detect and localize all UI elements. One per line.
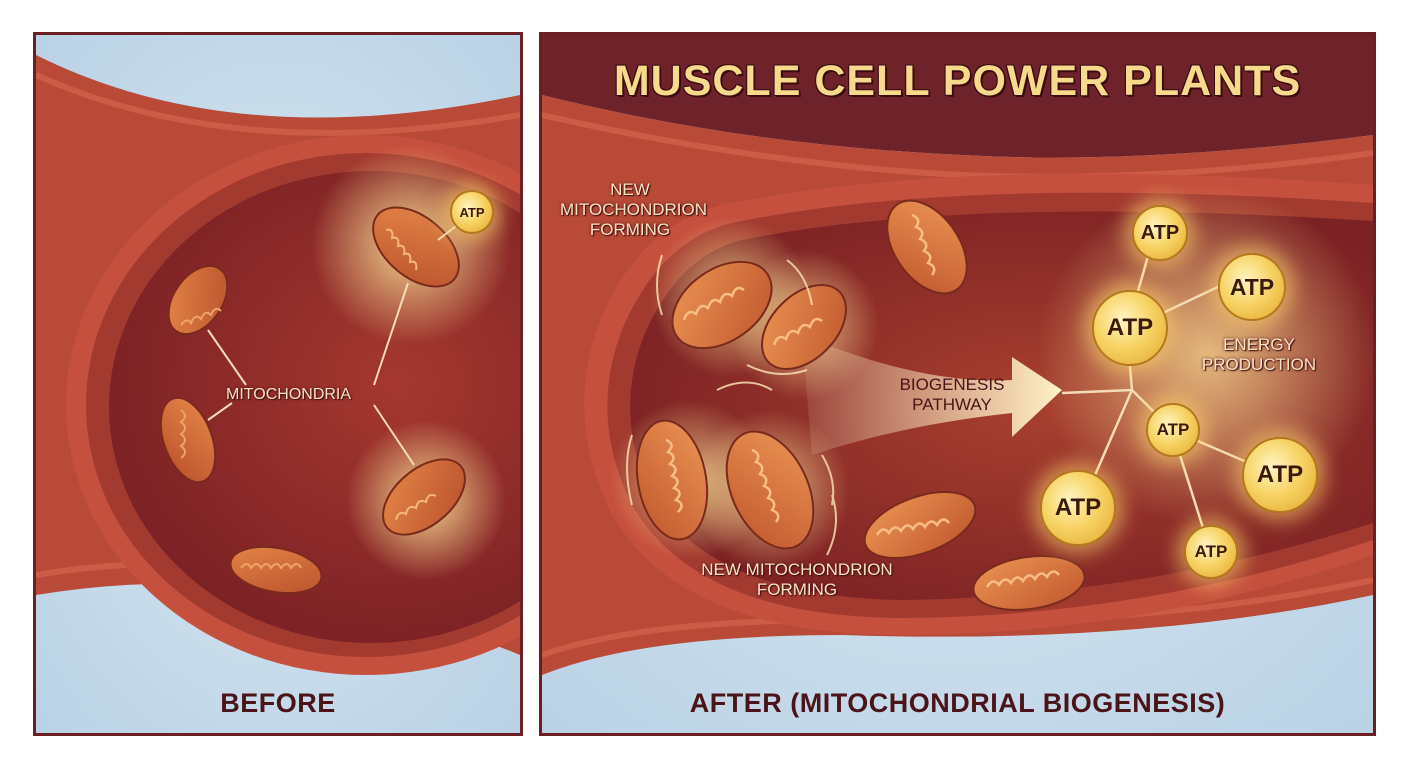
motion-swirls xyxy=(626,254,837,556)
new-mitochondrion-label-bottom: NEW MITOCHONDRION FORMING xyxy=(701,560,893,599)
atp-molecule: ATP xyxy=(1092,290,1168,366)
mitochondrion-forming xyxy=(761,284,847,370)
mitochondrion xyxy=(972,555,1086,611)
mitochondrion-forming xyxy=(635,419,709,541)
mitochondrion xyxy=(886,199,968,295)
after-panel: MUSCLE CELL POWER PLANTS ATP ATP ATP ATP… xyxy=(539,32,1376,736)
mitochondrion-glowing xyxy=(372,206,460,288)
atp-molecule: ATP xyxy=(1040,470,1116,546)
atp-molecule: ATP xyxy=(1218,253,1286,321)
mitochondrion-glowing xyxy=(382,458,466,536)
mitochondrion-forming xyxy=(671,260,773,350)
new-mitochondrion-label-top: NEW MITOCHONDRION FORMING xyxy=(560,180,708,239)
mitochondria-label: MITOCHONDRIA xyxy=(226,386,352,403)
before-caption: BEFORE xyxy=(220,688,336,718)
after-illustration xyxy=(542,35,1373,733)
mitochondrion xyxy=(159,396,217,484)
biogenesis-pathway-label: BIOGENESIS PATHWAY xyxy=(899,375,1005,414)
before-illustration xyxy=(36,35,520,733)
atp-molecule: ATP xyxy=(1242,437,1318,513)
atp-molecule: ATP xyxy=(1184,525,1238,579)
mitochondrion xyxy=(863,491,977,559)
atp-molecule: ATP xyxy=(1132,205,1188,261)
pointer-lines xyxy=(207,222,461,466)
mitochondrion xyxy=(229,545,323,595)
before-panel: ATP MITOCHONDRIA BEFORE xyxy=(33,32,523,736)
page-title: MUSCLE CELL POWER PLANTS xyxy=(613,57,1302,105)
atp-molecule: ATP xyxy=(1146,403,1200,457)
mitochondrion-forming xyxy=(725,430,815,550)
biogenesis-arrow xyxy=(802,335,1062,455)
mitochondrion xyxy=(167,264,229,336)
atp-molecule: ATP xyxy=(450,190,494,234)
after-caption: AFTER (MITOCHONDRIAL BIOGENESIS) xyxy=(689,688,1226,718)
energy-production-label: ENERGY PRODUCTION xyxy=(1201,335,1317,374)
